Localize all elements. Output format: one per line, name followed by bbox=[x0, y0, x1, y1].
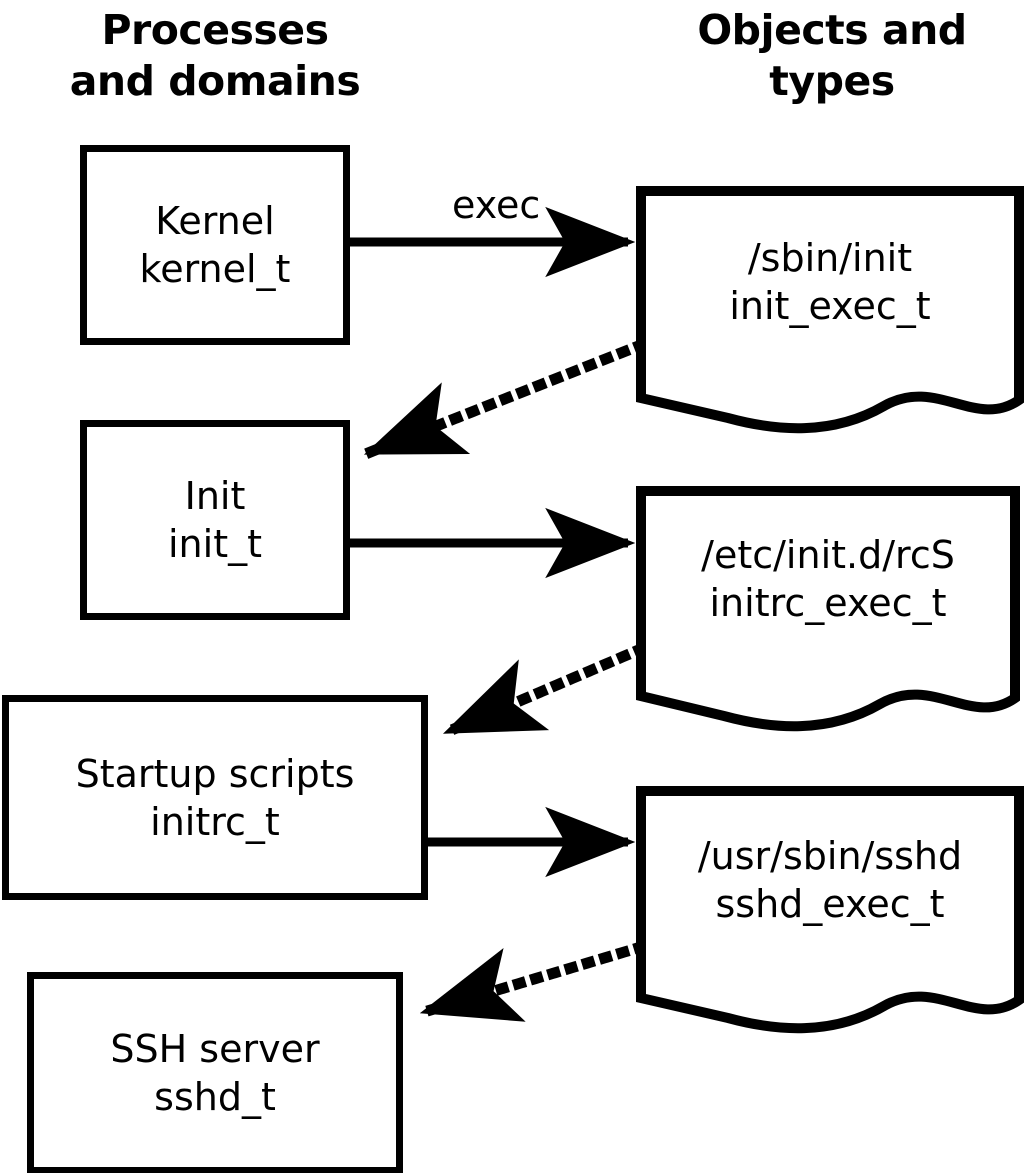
column-header-objects-line2: types bbox=[769, 57, 895, 105]
column-header-objects-line1: Objects and bbox=[697, 6, 967, 54]
object-doc-initrc-exec-type: initrc_exec_t bbox=[709, 581, 947, 625]
process-box-ssh-server[interactable]: SSH server sshd_t bbox=[27, 972, 403, 1173]
column-header-processes-line2: and domains bbox=[69, 57, 361, 105]
process-box-startup-scripts-name: Startup scripts bbox=[75, 751, 355, 796]
object-doc-sshd-exec-text: /usr/sbin/sshd sshd_exec_t bbox=[636, 832, 1024, 928]
edge-initrc-exec-to-initrc bbox=[439, 641, 649, 740]
process-box-ssh-server-type: sshd_t bbox=[154, 1075, 276, 1119]
process-box-init-name: Init bbox=[184, 474, 246, 518]
edge-label-exec: exec bbox=[452, 183, 541, 227]
object-doc-initrc-exec-path: /etc/init.d/rcS bbox=[701, 533, 955, 577]
object-doc-init-exec-type: init_exec_t bbox=[729, 284, 931, 328]
document-shape-icon bbox=[636, 186, 1024, 434]
edge-sshd-exec-to-sshd bbox=[417, 940, 648, 1022]
process-box-init-type: init_t bbox=[168, 522, 262, 566]
process-box-startup-scripts-type: initrc_t bbox=[150, 799, 280, 844]
column-header-objects: Objects and types bbox=[640, 5, 1024, 107]
object-doc-sshd-exec-path: /usr/sbin/sshd bbox=[697, 834, 963, 878]
column-header-processes: Processes and domains bbox=[30, 5, 400, 107]
object-doc-initrc-exec-text: /etc/init.d/rcS initrc_exec_t bbox=[636, 531, 1020, 627]
process-box-ssh-server-name: SSH server bbox=[110, 1027, 320, 1071]
object-doc-sshd-exec[interactable]: /usr/sbin/sshd sshd_exec_t bbox=[636, 786, 1024, 1036]
process-box-kernel[interactable]: Kernel kernel_t bbox=[80, 145, 350, 345]
column-header-processes-line1: Processes bbox=[101, 6, 329, 54]
object-doc-init-exec-text: /sbin/init init_exec_t bbox=[636, 234, 1024, 330]
process-box-kernel-name: Kernel bbox=[155, 199, 275, 243]
object-doc-initrc-exec[interactable]: /etc/init.d/rcS initrc_exec_t bbox=[636, 486, 1020, 734]
object-doc-sshd-exec-type: sshd_exec_t bbox=[715, 882, 945, 926]
process-box-init[interactable]: Init init_t bbox=[80, 420, 350, 620]
edge-init-exec-to-init bbox=[360, 337, 649, 461]
process-box-startup-scripts[interactable]: Startup scripts initrc_t bbox=[2, 695, 428, 900]
object-doc-init-exec[interactable]: /sbin/init init_exec_t bbox=[636, 186, 1024, 436]
document-shape-icon bbox=[636, 486, 1020, 732]
object-doc-init-exec-path: /sbin/init bbox=[747, 236, 913, 280]
process-box-kernel-type: kernel_t bbox=[139, 247, 291, 291]
document-shape-icon bbox=[636, 786, 1024, 1034]
